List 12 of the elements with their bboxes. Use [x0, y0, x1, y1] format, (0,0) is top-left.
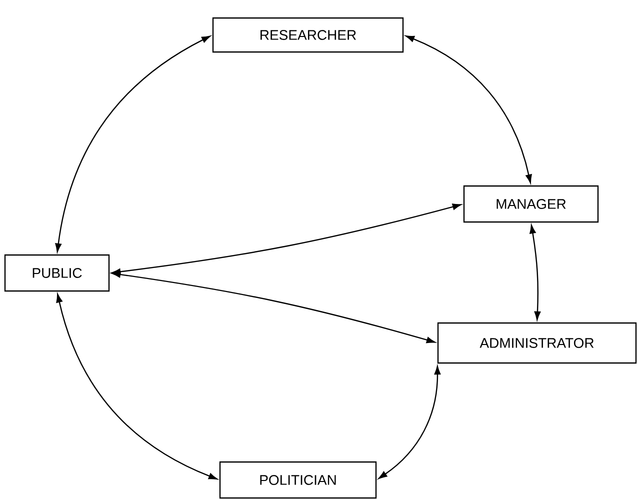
- arrow: [55, 36, 210, 252]
- label-box: ADMINISTRATOR: [437, 322, 637, 364]
- label-box: RESEARCHER: [212, 17, 404, 53]
- arrow: [112, 204, 462, 275]
- arrow: [530, 224, 541, 320]
- label-box: PUBLIC: [4, 254, 110, 292]
- label-box: MANAGER: [463, 185, 599, 223]
- arrow: [378, 366, 441, 479]
- arrow: [406, 35, 532, 184]
- label-box: POLITICIAN: [219, 461, 377, 499]
- arrow: [56, 294, 218, 480]
- arrow: [112, 271, 436, 344]
